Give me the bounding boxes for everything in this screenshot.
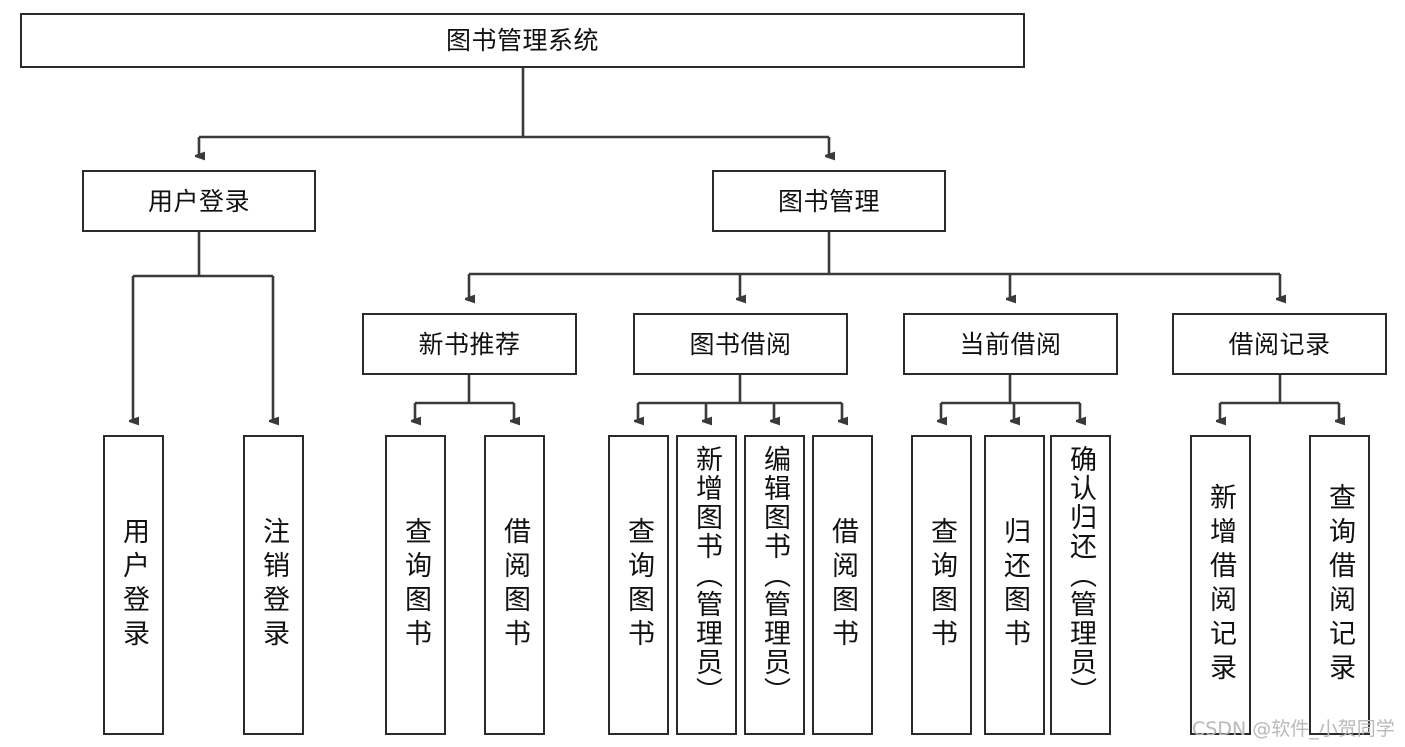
leaf-borrow-book[interactable]: 借阅图书 — [812, 435, 873, 735]
leaf-query-borrow-record[interactable]: 查询借阅记录 — [1309, 435, 1370, 735]
node-book-manage[interactable]: 图书管理 — [712, 170, 946, 232]
node-new-book-recommend-label: 新书推荐 — [418, 329, 521, 359]
leaf-confirm-return-admin-label: 确认归还（管理员） — [1065, 445, 1096, 706]
leaf-logout-label: 注销登录 — [258, 517, 289, 653]
leaf-user-login-label: 用户登录 — [118, 517, 149, 653]
leaf-query-book-borrow[interactable]: 查询图书 — [608, 435, 669, 735]
leaf-add-book-admin-label: 新增图书（管理员） — [691, 445, 722, 706]
leaf-user-login[interactable]: 用户登录 — [103, 435, 164, 735]
node-current-borrow[interactable]: 当前借阅 — [903, 313, 1118, 375]
leaf-borrow-book-label: 借阅图书 — [827, 517, 858, 653]
leaf-return-book-label: 归还图书 — [999, 517, 1030, 653]
leaf-add-book-admin[interactable]: 新增图书（管理员） — [676, 435, 737, 735]
node-root[interactable]: 图书管理系统 — [20, 13, 1025, 68]
leaf-borrow-book-new[interactable]: 借阅图书 — [484, 435, 545, 735]
node-root-label: 图书管理系统 — [445, 26, 599, 55]
node-borrow-record-label: 借阅记录 — [1228, 329, 1331, 359]
leaf-query-book-current-label: 查询图书 — [926, 517, 957, 653]
node-current-borrow-label: 当前借阅 — [959, 329, 1062, 359]
watermark: CSDN @软件_小贺同学 — [1192, 718, 1395, 740]
node-new-book-recommend[interactable]: 新书推荐 — [362, 313, 577, 375]
node-user-login-label: 用户登录 — [147, 186, 250, 216]
node-book-borrow-label: 图书借阅 — [689, 329, 792, 359]
leaf-query-book-current[interactable]: 查询图书 — [911, 435, 972, 735]
leaf-query-book-new-label: 查询图书 — [400, 517, 431, 653]
node-user-login[interactable]: 用户登录 — [82, 170, 316, 232]
leaf-return-book[interactable]: 归还图书 — [984, 435, 1045, 735]
node-book-manage-label: 图书管理 — [777, 186, 880, 216]
leaf-query-book-new[interactable]: 查询图书 — [385, 435, 446, 735]
leaf-query-borrow-record-label: 查询借阅记录 — [1324, 483, 1355, 687]
leaf-add-borrow-record[interactable]: 新增借阅记录 — [1190, 435, 1251, 735]
leaf-query-book-borrow-label: 查询图书 — [623, 517, 654, 653]
node-borrow-record[interactable]: 借阅记录 — [1172, 313, 1387, 375]
leaf-edit-book-admin-label: 编辑图书（管理员） — [759, 445, 790, 706]
leaf-confirm-return-admin[interactable]: 确认归还（管理员） — [1050, 435, 1111, 735]
node-book-borrow[interactable]: 图书借阅 — [633, 313, 848, 375]
leaf-add-borrow-record-label: 新增借阅记录 — [1205, 483, 1236, 687]
leaf-borrow-book-new-label: 借阅图书 — [499, 517, 530, 653]
leaf-edit-book-admin[interactable]: 编辑图书（管理员） — [744, 435, 805, 735]
leaf-logout[interactable]: 注销登录 — [243, 435, 304, 735]
